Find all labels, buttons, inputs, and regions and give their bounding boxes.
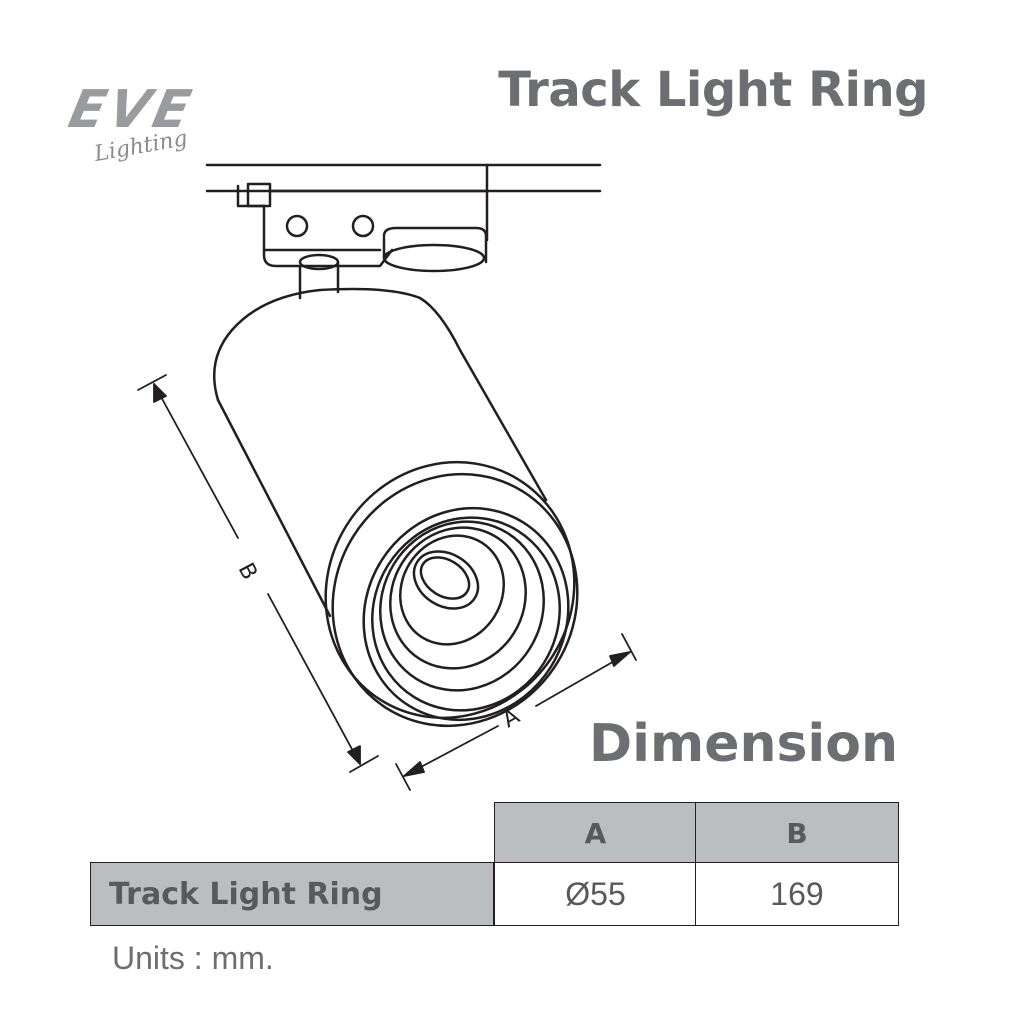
value-a: Ø55 [494, 862, 697, 926]
lamp-body [212, 287, 548, 618]
units-note: Units : mm. [112, 940, 274, 976]
page-title: Track Light Ring [498, 62, 928, 118]
column-header-b: B [695, 802, 899, 864]
dimension-a-label: A [499, 704, 525, 733]
track-rail [205, 163, 602, 193]
lamp-front-ring [324, 460, 579, 728]
track-light-drawing: B A [137, 163, 637, 791]
dimension-heading: Dimension [589, 714, 898, 774]
dimension-b [137, 374, 379, 773]
column-header-a: A [494, 802, 697, 864]
row-label: Track Light Ring [90, 862, 494, 926]
dimension-b-label: B [233, 559, 262, 584]
track-adapter [236, 182, 489, 273]
value-b: 169 [695, 862, 899, 926]
dimension-a [395, 633, 637, 791]
